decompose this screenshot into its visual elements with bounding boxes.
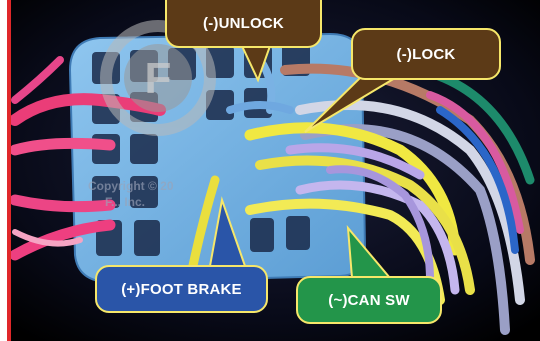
can-pointer: [346, 224, 393, 279]
lock-pointer: [304, 74, 399, 133]
watermark-copyright: Copyright © 20: [88, 179, 174, 193]
unlock-callout: (-)UNLOCK: [165, 0, 322, 48]
foot-brake-callout: (+)FOOT BRAKE: [95, 265, 268, 313]
watermark-logo: [100, 20, 216, 136]
lock-callout: (-)LOCK: [351, 28, 501, 80]
watermark-company: F... Inc.: [105, 195, 145, 209]
watermark-logo-letter: F: [145, 54, 172, 103]
brake-pointer: [208, 196, 247, 267]
left-accent-bar: [0, 0, 11, 341]
can-sw-callout: (~)CAN SW: [296, 276, 442, 324]
unlock-pointer: [240, 45, 272, 83]
